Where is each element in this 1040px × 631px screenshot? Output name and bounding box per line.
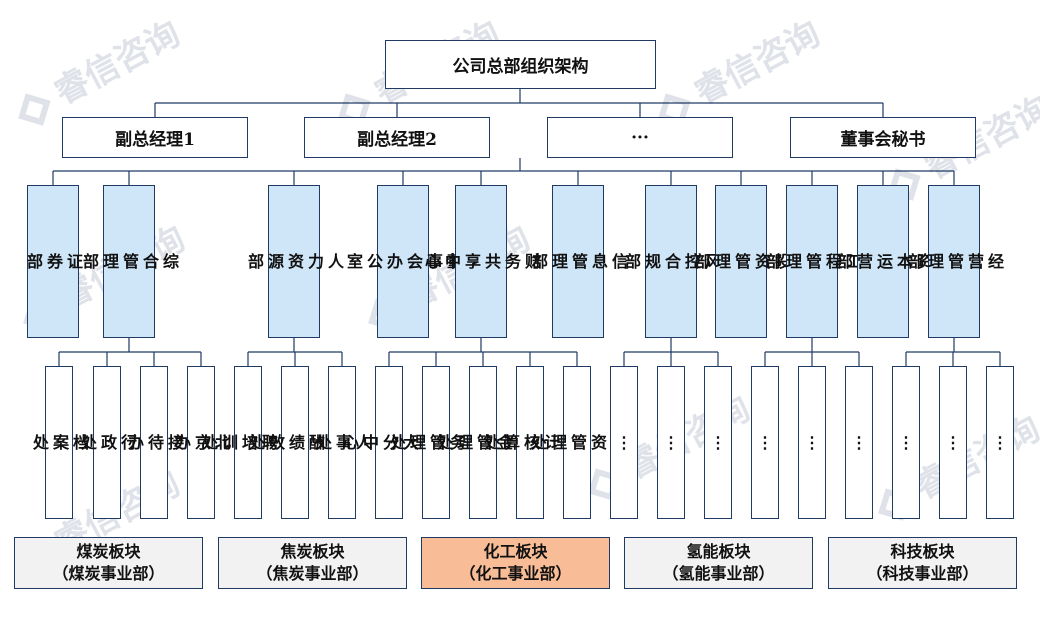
department-box: 投 资 管 理 部 <box>692 185 791 338</box>
segment-title: 氢能板块 <box>686 542 751 561</box>
unit-box: ⋮ <box>986 366 1014 519</box>
department-box: 董 事 会 办 公 室 <box>344 185 463 338</box>
segment-title: 焦炭板块 <box>280 542 345 561</box>
leader-box: 副总经理2 <box>304 117 490 158</box>
unit-ellipsis: ⋮ <box>804 433 820 452</box>
unit-label: 人 事 处 <box>313 434 372 451</box>
leader-box: ··· <box>547 117 733 158</box>
department-box: 风 控 合 规 部 <box>622 185 721 338</box>
department-box: 工 程 管 理 部 <box>763 185 862 338</box>
segment-box: 煤炭板块 （煤炭事业部） <box>14 537 203 589</box>
unit-box: 北 京 办 <box>172 366 231 519</box>
department-box: 人 力 资 源 部 <box>245 185 344 338</box>
segment-subtitle: （焦炭事业部） <box>256 564 369 583</box>
segment-box: 科技板块 （科技事业部） <box>828 537 1017 589</box>
unit-box: 四 大 分 中 心 <box>340 366 439 519</box>
department-label: 董 事 会 办 公 室 <box>344 253 463 270</box>
department-box: 证 券 部 <box>24 185 83 338</box>
unit-label: 接 待 办 <box>125 434 184 451</box>
segment-subtitle: （煤炭事业部） <box>52 564 165 583</box>
leader-label: 副总经理2 <box>357 130 437 150</box>
department-label: 经 营 管 理 部 <box>905 253 1004 270</box>
department-box: 财 务 共 享 中 心 <box>422 185 541 338</box>
unit-box: ⋮ <box>939 366 967 519</box>
department-box: 信 息 管 理 部 <box>529 185 628 338</box>
root-box: 公司总部组织架构 <box>385 40 656 89</box>
unit-box: 接 待 办 <box>125 366 184 519</box>
unit-box: 财 务 管 理 处 <box>387 366 486 519</box>
leader-label: ··· <box>631 127 649 148</box>
unit-box: 融 资 管 理 处 <box>528 366 627 519</box>
department-label: 投 资 管 理 部 <box>692 253 791 270</box>
unit-label: 北 京 办 <box>172 434 231 451</box>
unit-label: 档 案 处 <box>30 434 89 451</box>
unit-box: 行 政 处 <box>78 366 137 519</box>
unit-box: ⋮ <box>798 366 826 519</box>
unit-box: ⋮ <box>657 366 685 519</box>
leader-label: 副总经理1 <box>115 130 195 150</box>
unit-ellipsis: ⋮ <box>663 433 679 452</box>
unit-box: ⋮ <box>610 366 638 519</box>
segment-title: 化工板块 <box>483 542 548 561</box>
unit-ellipsis: ⋮ <box>992 433 1008 452</box>
department-box: 综 合 管 理 部 <box>80 185 179 338</box>
leader-box: 副总经理1 <box>62 117 248 158</box>
unit-box: 薪 酬 绩 效 处 <box>246 366 345 519</box>
department-box: 经 营 管 理 部 <box>905 185 1004 338</box>
segment-subtitle: （科技事业部） <box>866 564 979 583</box>
unit-ellipsis: ⋮ <box>616 433 632 452</box>
segment-box: 焦炭板块 （焦炭事业部） <box>218 537 407 589</box>
unit-ellipsis: ⋮ <box>851 433 867 452</box>
unit-box: ⋮ <box>751 366 779 519</box>
leader-box: 董事会秘书 <box>790 117 976 158</box>
unit-ellipsis: ⋮ <box>757 433 773 452</box>
segment-box-highlighted: 化工板块 （化工事业部） <box>421 537 610 589</box>
department-label: 人 力 资 源 部 <box>245 253 344 270</box>
segment-box: 氢能板块 （氢能事业部） <box>624 537 813 589</box>
segment-title: 煤炭板块 <box>76 542 141 561</box>
unit-ellipsis: ⋮ <box>710 433 726 452</box>
department-label: 证 券 部 <box>24 253 83 270</box>
segment-title: 科技板块 <box>890 542 955 561</box>
leader-label: 董事会秘书 <box>840 130 926 150</box>
unit-box: 资 金 管 理 处 <box>434 366 533 519</box>
root-label: 公司总部组织架构 <box>452 57 589 77</box>
unit-label: 行 政 处 <box>78 434 137 451</box>
segment-subtitle: （氢能事业部） <box>662 564 775 583</box>
department-label: 信 息 管 理 部 <box>529 253 628 270</box>
unit-ellipsis: ⋮ <box>898 433 914 452</box>
unit-box: 档 案 处 <box>30 366 89 519</box>
unit-box: ⋮ <box>845 366 873 519</box>
department-label: 财 务 共 享 中 心 <box>422 253 541 270</box>
department-box: 资 本 运 营 部 <box>834 185 933 338</box>
unit-box: 人 事 处 <box>313 366 372 519</box>
department-label: 风 控 合 规 部 <box>622 253 721 270</box>
unit-ellipsis: ⋮ <box>945 433 961 452</box>
department-label: 综 合 管 理 部 <box>80 253 179 270</box>
unit-box: ⋮ <box>892 366 920 519</box>
unit-box: ⋮ <box>704 366 732 519</box>
segment-subtitle: （化工事业部） <box>459 564 572 583</box>
